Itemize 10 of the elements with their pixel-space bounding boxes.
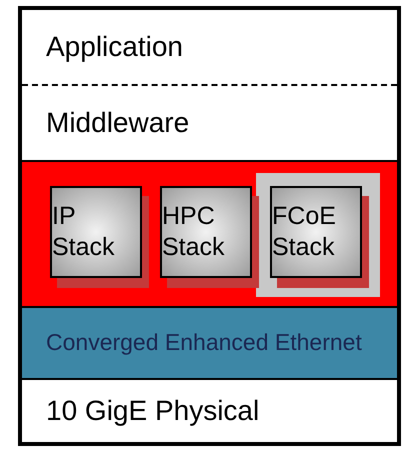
layer-label: IP Stack — [52, 200, 116, 263]
protocol-band — [22, 160, 397, 306]
layer-label: Middleware — [45, 106, 190, 140]
ethernet-layer — [22, 306, 397, 378]
stack-diagram-frame — [18, 6, 401, 446]
layer-label: HPC Stack — [162, 200, 226, 263]
layer-label: Application — [45, 30, 184, 64]
layer-label: FCoE Stack — [272, 200, 337, 263]
layer-label: 10 GigE Physical — [45, 394, 260, 428]
layer-label: Converged Enhanced Ethernet — [45, 328, 363, 358]
